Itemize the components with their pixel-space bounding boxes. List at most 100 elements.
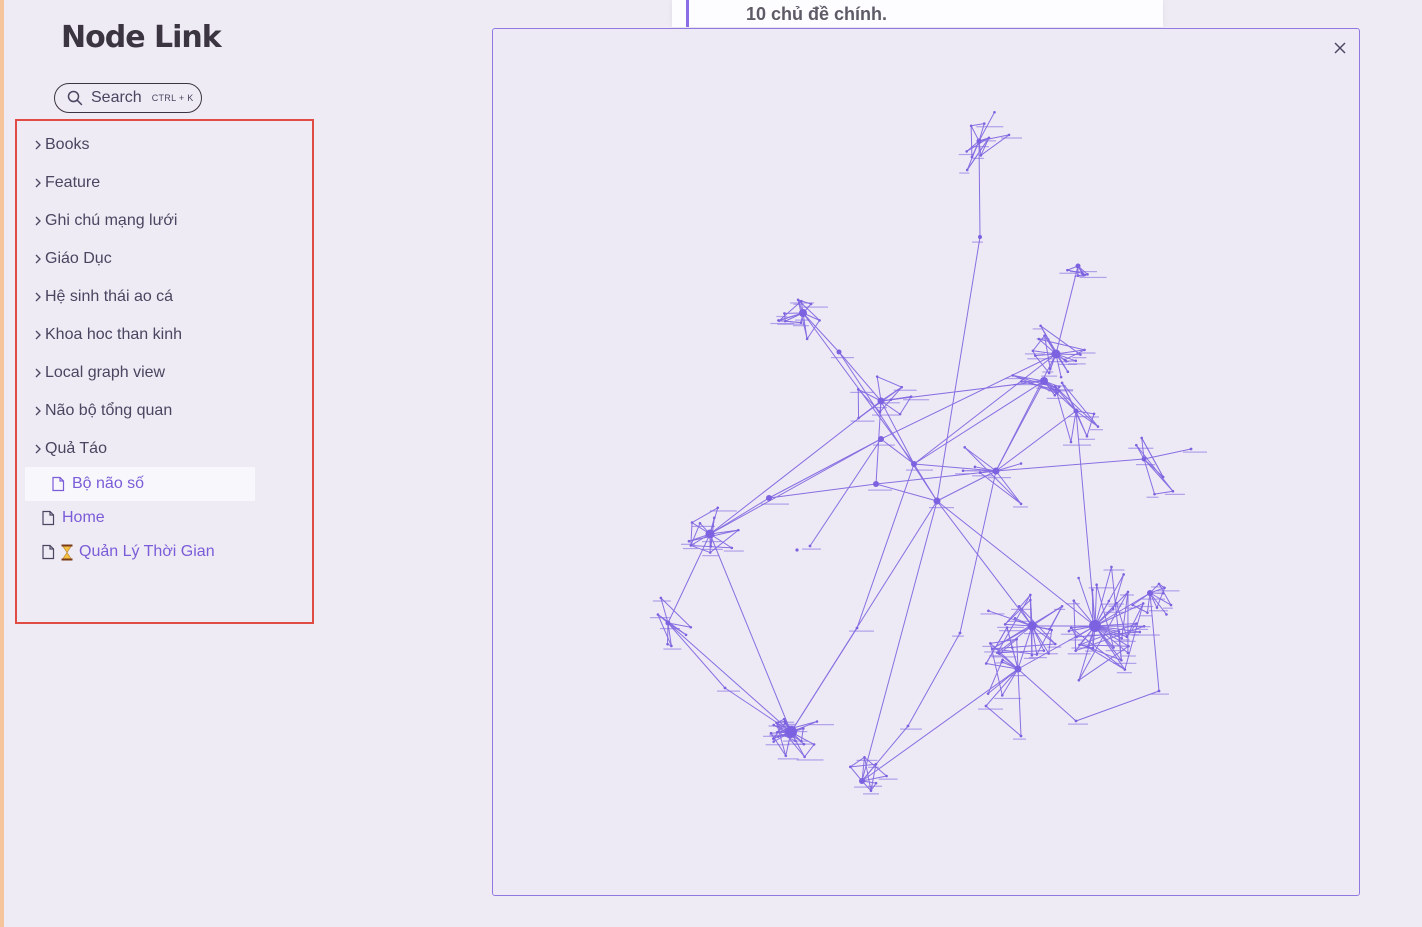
file-bo-nao-so[interactable]: Bộ não số bbox=[51, 472, 144, 496]
graph-edge bbox=[1086, 413, 1095, 437]
file-label: Bộ não số bbox=[72, 475, 145, 492]
folder-nao-bo-tong-quan[interactable]: Não bộ tổng quan bbox=[32, 399, 172, 423]
graph-edge bbox=[876, 376, 882, 402]
graph-node bbox=[1141, 602, 1145, 605]
graph-node bbox=[784, 319, 787, 323]
graph-edge bbox=[978, 134, 1010, 142]
folder-label: Não bộ tổng quan bbox=[45, 402, 173, 419]
graph-node bbox=[684, 633, 688, 637]
folder-feature[interactable]: Feature bbox=[32, 171, 100, 195]
graph-node-label bbox=[1135, 605, 1154, 608]
folder-he-sinh-thai-ao-ca[interactable]: Hệ sinh thái ao cá bbox=[32, 285, 173, 309]
graph-edge bbox=[875, 470, 997, 485]
graph-node bbox=[1083, 348, 1086, 352]
folder-books[interactable]: Books bbox=[32, 133, 89, 157]
graph-node-label bbox=[972, 241, 983, 243]
graph-node bbox=[1037, 337, 1041, 341]
chevron-right-icon bbox=[32, 406, 44, 416]
graph-node bbox=[857, 416, 860, 420]
graph-node bbox=[958, 631, 962, 635]
folder-ghi-chu-mang-luoi[interactable]: Ghi chú mạng lưới bbox=[32, 209, 177, 233]
graph-node bbox=[801, 727, 805, 730]
folder-giao-duc[interactable]: Giáo Dục bbox=[32, 247, 112, 271]
graph-edge bbox=[970, 125, 973, 158]
graph-edge bbox=[1055, 349, 1085, 355]
graph-edge bbox=[1078, 645, 1129, 681]
graph-node-label bbox=[1068, 416, 1087, 418]
graph-edge bbox=[995, 410, 1077, 472]
file-icon bbox=[42, 544, 55, 560]
graph-node bbox=[782, 717, 786, 721]
graph-node bbox=[1000, 694, 1004, 697]
folder-label: Quả Táo bbox=[45, 440, 107, 457]
graph-node bbox=[856, 388, 860, 391]
graph-node-label bbox=[763, 735, 787, 737]
graph-node-label bbox=[1118, 639, 1130, 641]
graph-edge bbox=[880, 400, 915, 465]
graph-node bbox=[1120, 636, 1124, 640]
graph-node-label bbox=[803, 306, 829, 308]
graph-node-label bbox=[850, 391, 875, 394]
close-button[interactable] bbox=[1331, 39, 1349, 57]
file-home[interactable]: Home bbox=[41, 506, 105, 530]
graph-node bbox=[963, 446, 967, 449]
graph-edge bbox=[1070, 627, 1126, 670]
graph-node bbox=[1092, 412, 1096, 416]
graph-edge bbox=[850, 756, 865, 768]
graph-node bbox=[1035, 653, 1039, 656]
graph-node bbox=[1086, 645, 1089, 649]
graph-node bbox=[1146, 611, 1149, 614]
graph-edge bbox=[936, 500, 1033, 627]
graph-node bbox=[1086, 273, 1089, 276]
graph-node-label bbox=[1027, 358, 1054, 360]
file-quan-ly-thoi-gian[interactable]: Quản Lý Thời Gian bbox=[41, 540, 215, 564]
graph-node-label bbox=[723, 550, 744, 552]
graph-node bbox=[799, 321, 803, 324]
graph-node bbox=[1096, 425, 1100, 428]
site-title[interactable]: Node Link bbox=[61, 20, 222, 55]
graph-node bbox=[875, 375, 879, 378]
graph-view[interactable] bbox=[493, 29, 1359, 895]
graph-node bbox=[800, 299, 803, 303]
graph-edge bbox=[1124, 603, 1144, 670]
graph-node bbox=[976, 138, 982, 144]
graph-edge bbox=[709, 533, 792, 733]
graph-node-label bbox=[1032, 328, 1043, 330]
close-icon bbox=[1334, 42, 1346, 54]
graph-node bbox=[1110, 565, 1113, 569]
graph-node-label bbox=[1136, 628, 1149, 630]
graph-edge bbox=[709, 438, 882, 535]
graph-node-label bbox=[1183, 451, 1207, 453]
graph-edge bbox=[1115, 602, 1128, 637]
graph-edge bbox=[1149, 592, 1160, 692]
graph-edge bbox=[992, 643, 1056, 650]
graph-edge bbox=[1055, 265, 1079, 355]
graph-edge bbox=[768, 438, 882, 499]
folder-khoa-hoc-than-kinh[interactable]: Khoa hoc than kinh bbox=[32, 323, 182, 347]
graph-node-label bbox=[652, 600, 671, 602]
graph-edge bbox=[1064, 349, 1085, 361]
graph-node bbox=[911, 461, 917, 467]
global-graph-panel[interactable] bbox=[492, 28, 1360, 896]
graph-node bbox=[1047, 371, 1051, 375]
graph-edge bbox=[861, 775, 887, 782]
graph-node bbox=[961, 469, 965, 473]
graph-node-label bbox=[882, 402, 900, 404]
folder-qua-tao[interactable]: Quả Táo bbox=[32, 437, 107, 461]
graph-node-label bbox=[1124, 607, 1136, 609]
graph-node-label bbox=[1088, 587, 1115, 589]
graph-node bbox=[1075, 635, 1078, 639]
graph-node-label bbox=[868, 489, 892, 491]
graph-edge bbox=[1044, 335, 1051, 369]
graph-edge bbox=[987, 668, 1019, 695]
graph-edge bbox=[1054, 386, 1072, 443]
search-button[interactable]: Search CTRL + K bbox=[54, 83, 202, 113]
graph-node bbox=[1051, 349, 1061, 359]
graph-node bbox=[900, 385, 904, 389]
folder-local-graph-view[interactable]: Local graph view bbox=[32, 361, 165, 385]
graph-node bbox=[1053, 393, 1057, 397]
graph-node bbox=[1069, 626, 1073, 630]
graph-node-label bbox=[1058, 363, 1078, 366]
graph-node bbox=[970, 155, 974, 159]
graph-node-label bbox=[903, 399, 930, 401]
